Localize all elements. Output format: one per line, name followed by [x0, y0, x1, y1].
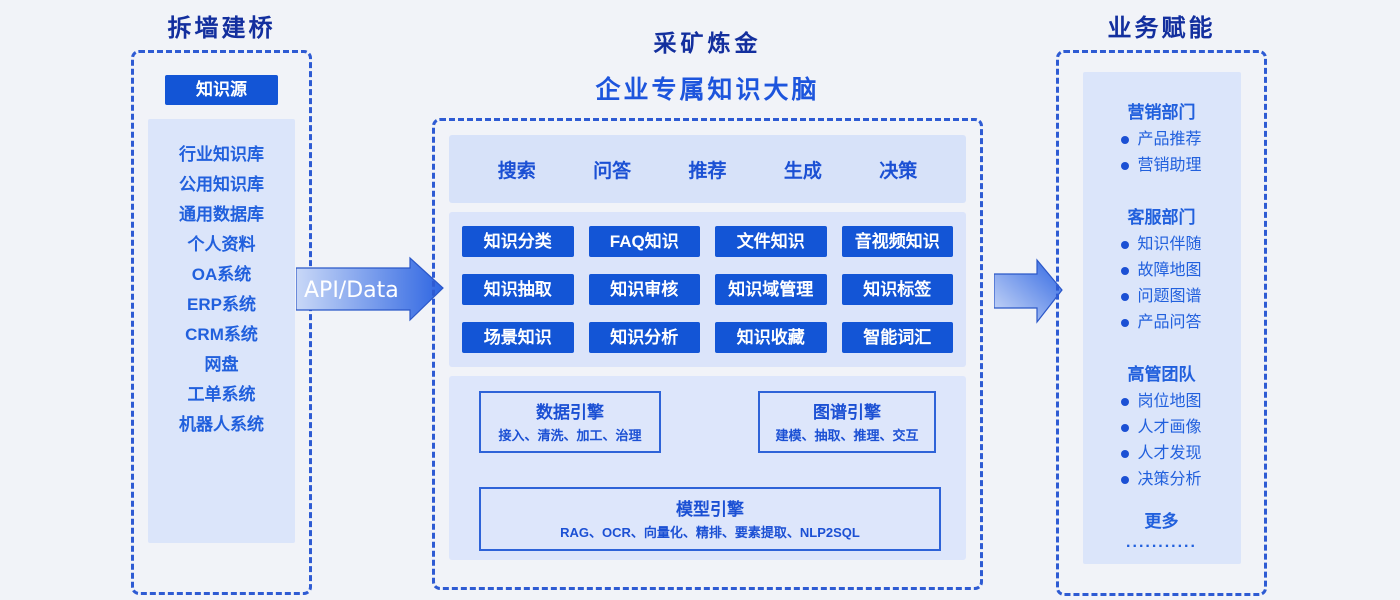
- engine-row: 数据引擎 接入、清洗、加工、治理 图谱引擎 建模、抽取、推理、交互: [479, 391, 936, 453]
- capability-button: 知识收藏: [715, 322, 827, 353]
- model-engine-box: 模型引擎 RAG、OCR、向量化、精排、要素提取、NLP2SQL: [479, 487, 941, 551]
- department-name: 客服部门: [1127, 208, 1196, 227]
- list-item: 机器人系统: [179, 415, 264, 434]
- list-item: 公用知识库: [179, 175, 264, 194]
- department-item: 故障地图: [1083, 258, 1241, 284]
- capability-button: 智能词汇: [841, 322, 953, 353]
- department-item-label: 知识伴随: [1137, 236, 1202, 253]
- capability-button: 音视频知识: [841, 226, 953, 257]
- department-item-label: 产品推荐: [1137, 131, 1202, 148]
- capability-grid: 知识分类 FAQ知识 文件知识 音视频知识 知识抽取 知识审核 知识域管理 知识…: [449, 212, 966, 367]
- bullet-icon: [1121, 162, 1130, 170]
- engine-desc: RAG、OCR、向量化、精排、要素提取、NLP2SQL: [560, 525, 860, 540]
- department-item-label: 人才发现: [1137, 445, 1202, 462]
- department-section: 高管团队 岗位地图 人才画像 人才发现 决策分析: [1083, 360, 1241, 493]
- tab-search: 搜索: [497, 160, 536, 182]
- left-column-title: 拆墙建桥: [167, 15, 276, 42]
- arrow-shape: [994, 258, 1063, 324]
- department-item-label: 故障地图: [1137, 262, 1202, 279]
- department-item: 问题图谱: [1083, 284, 1241, 310]
- knowledge-source-box: 知识源 行业知识库 公用知识库 通用数据库 个人资料 OA系统 ERP系统 CR…: [131, 50, 312, 595]
- list-item: 个人资料: [187, 235, 256, 254]
- right-column-title: 业务赋能: [1107, 15, 1216, 42]
- department-item-label: 人才画像: [1137, 419, 1202, 436]
- capability-button: 知识抽取: [462, 274, 574, 305]
- bullet-icon: [1121, 424, 1130, 432]
- department-item: 人才发现: [1083, 441, 1241, 467]
- department-item: 岗位地图: [1083, 389, 1241, 415]
- business-empower-box: 营销部门 产品推荐 营销助理 客服部门 知识伴随 故障地图 问题图谱 产品问答 …: [1056, 50, 1267, 596]
- department-item-label: 岗位地图: [1137, 393, 1202, 410]
- department-item: 产品推荐: [1083, 127, 1241, 153]
- bullet-icon: [1121, 293, 1130, 301]
- capability-button: 知识审核: [588, 274, 700, 305]
- scenario-tab-bar: 搜索 问答 推荐 生成 决策: [449, 135, 966, 203]
- engine-name: 数据引擎: [536, 403, 604, 422]
- department-item: 营销助理: [1083, 153, 1241, 179]
- department-item-label: 营销助理: [1137, 157, 1202, 174]
- department-item-label: 决策分析: [1137, 471, 1202, 488]
- bullet-icon: [1121, 319, 1130, 327]
- department-item: 知识伴随: [1083, 232, 1241, 258]
- department-name: 营销部门: [1127, 103, 1196, 122]
- department-section: 客服部门 知识伴随 故障地图 问题图谱 产品问答: [1083, 203, 1241, 336]
- list-item: CRM系统: [185, 325, 258, 344]
- ellipsis-dots: ...........: [1126, 534, 1197, 551]
- knowledge-brain-box: 搜索 问答 推荐 生成 决策 知识分类 FAQ知识 文件知识 音视频知识 知识抽…: [432, 118, 983, 590]
- data-engine-box: 数据引擎 接入、清洗、加工、治理: [479, 391, 661, 453]
- api-data-arrow: API/Data: [296, 256, 444, 322]
- bullet-icon: [1121, 398, 1130, 406]
- center-column-title: 采矿炼金: [653, 30, 762, 56]
- list-item: ERP系统: [187, 295, 256, 314]
- list-item: 网盘: [204, 355, 239, 374]
- capability-button: 知识分类: [462, 226, 574, 257]
- list-item: 行业知识库: [179, 145, 264, 164]
- department-item-label: 问题图谱: [1137, 288, 1202, 305]
- arrow-shape: [296, 256, 444, 322]
- department-name: 高管团队: [1127, 365, 1196, 384]
- api-data-label: API/Data: [304, 278, 399, 303]
- engine-name: 图谱引擎: [813, 403, 881, 422]
- capability-button: 场景知识: [462, 322, 574, 353]
- bullet-icon: [1121, 267, 1130, 275]
- engine-name: 模型引擎: [676, 500, 744, 519]
- department-item: 产品问答: [1083, 310, 1241, 336]
- capability-button: 知识分析: [588, 322, 700, 353]
- capability-button: 文件知识: [715, 226, 827, 257]
- list-item: OA系统: [191, 265, 252, 284]
- graph-engine-box: 图谱引擎 建模、抽取、推理、交互: [758, 391, 936, 453]
- list-item: 工单系统: [187, 385, 256, 404]
- tab-qa: 问答: [593, 160, 632, 182]
- center-column-subtitle: 企业专属知识大脑: [595, 76, 820, 104]
- capability-button: 知识域管理: [715, 274, 827, 305]
- list-item: 通用数据库: [179, 205, 264, 224]
- engine-panel: 数据引擎 接入、清洗、加工、治理 图谱引擎 建模、抽取、推理、交互 模型引擎 R…: [449, 376, 966, 560]
- more-label: 更多: [1144, 512, 1179, 531]
- bullet-icon: [1121, 136, 1130, 144]
- department-item-label: 产品问答: [1137, 314, 1202, 331]
- tab-decision: 决策: [879, 160, 918, 182]
- flow-arrow: [994, 258, 1063, 324]
- bullet-icon: [1121, 476, 1130, 484]
- engine-desc: 建模、抽取、推理、交互: [775, 428, 919, 443]
- knowledge-source-list: 行业知识库 公用知识库 通用数据库 个人资料 OA系统 ERP系统 CRM系统 …: [148, 119, 295, 543]
- department-section: 营销部门 产品推荐 营销助理: [1083, 98, 1241, 179]
- tab-recommend: 推荐: [688, 160, 727, 182]
- knowledge-source-badge: 知识源: [165, 75, 278, 105]
- bullet-icon: [1121, 450, 1130, 458]
- capability-button: 知识标签: [841, 274, 953, 305]
- bullet-icon: [1121, 241, 1130, 249]
- department-item: 人才画像: [1083, 415, 1241, 441]
- department-item: 决策分析: [1083, 467, 1241, 493]
- engine-desc: 接入、清洗、加工、治理: [498, 428, 642, 443]
- tab-generate: 生成: [783, 160, 822, 182]
- capability-button: FAQ知识: [588, 226, 700, 257]
- department-panel: 营销部门 产品推荐 营销助理 客服部门 知识伴随 故障地图 问题图谱 产品问答 …: [1082, 72, 1241, 564]
